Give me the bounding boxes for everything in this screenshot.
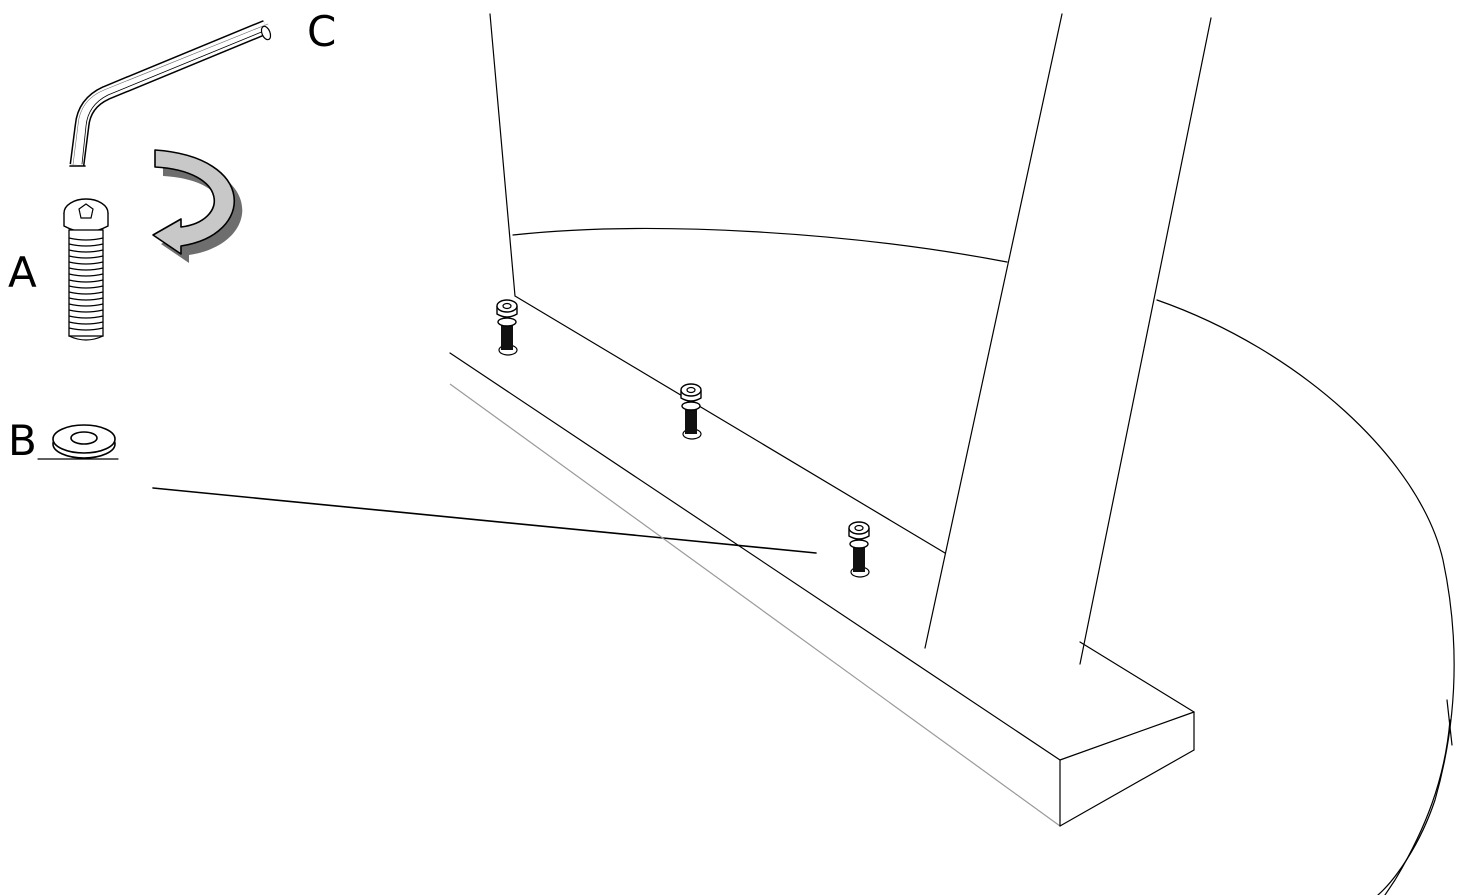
side-panel <box>489 13 516 297</box>
base-rail <box>449 295 1195 827</box>
tabletop-edge <box>512 227 1455 895</box>
leader-line <box>152 487 817 554</box>
installed-screw <box>680 383 702 440</box>
allen-key-icon <box>69 20 272 167</box>
label-washer: B <box>8 416 37 465</box>
label-screw: A <box>8 248 37 297</box>
label-wrench: C <box>307 7 336 56</box>
installed-screw <box>848 521 870 578</box>
clockwise-rotate-arrow-icon <box>152 149 243 263</box>
table-leg <box>924 13 1212 665</box>
flat-washer-icon <box>37 424 119 460</box>
hex-socket-screw-icon <box>63 198 109 341</box>
installed-screw <box>496 299 518 356</box>
